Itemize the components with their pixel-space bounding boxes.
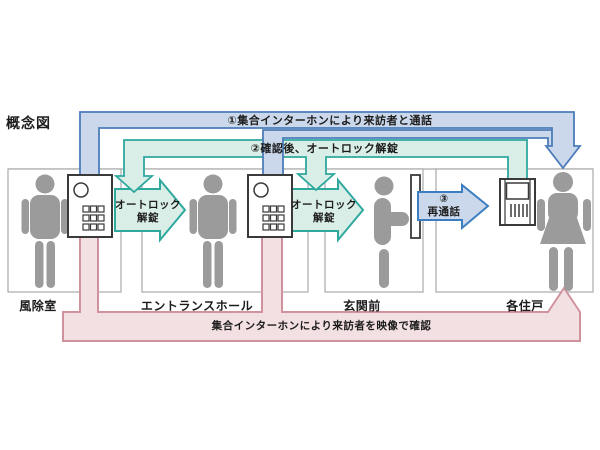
diagram-title: 概念図 (6, 116, 51, 132)
entrance-intercom-icon-2 (247, 174, 293, 238)
area-label-dwelling: 各住戸 (506, 299, 544, 313)
autolock-arrow-label-2: オートロック 解錠 (282, 199, 366, 224)
resident-icon (537, 172, 591, 291)
recall-label-text: 再通話 (427, 205, 461, 218)
call-flow-label: ①集合インターホンにより来訪者と通話 (227, 114, 433, 127)
entrance-intercom-icon-1 (67, 174, 113, 238)
autolock-arrow-label-2-line2: 解錠 (313, 211, 335, 224)
visitor-icon-2 (189, 174, 237, 288)
autolock-arrow-label-1: オートロック 解錠 (106, 199, 190, 224)
autolock-unlock-arrow-2 (290, 177, 365, 243)
area-label-entrance-hall: エントランスホール (140, 299, 254, 313)
video-check-flow-label: 集合インターホンにより来訪者を映像で確認 (211, 320, 432, 332)
autolock-arrow-label-2-line1: オートロック (291, 199, 357, 211)
unlock-flow-label: ②確認後、オートロック解錠 (250, 142, 399, 155)
autolock-arrow-label-1-line1: オートロック (115, 199, 181, 211)
area-label-windbreak: 風除室 (19, 299, 57, 313)
autolock-unlock-arrow-1 (114, 177, 187, 243)
visitor-icon-3 (374, 176, 409, 288)
autolock-arrow-label-1-line2: 解錠 (137, 211, 159, 224)
visitor-icon-1 (21, 174, 69, 288)
recall-arrow-label: ③ 再通話 (404, 193, 484, 218)
call-flow-band (79, 111, 582, 176)
room-monitor-icon (499, 178, 536, 226)
recall-step-number: ③ (439, 193, 449, 205)
recall-arrow (417, 182, 490, 231)
area-label-front-door: 玄関前 (343, 299, 381, 313)
